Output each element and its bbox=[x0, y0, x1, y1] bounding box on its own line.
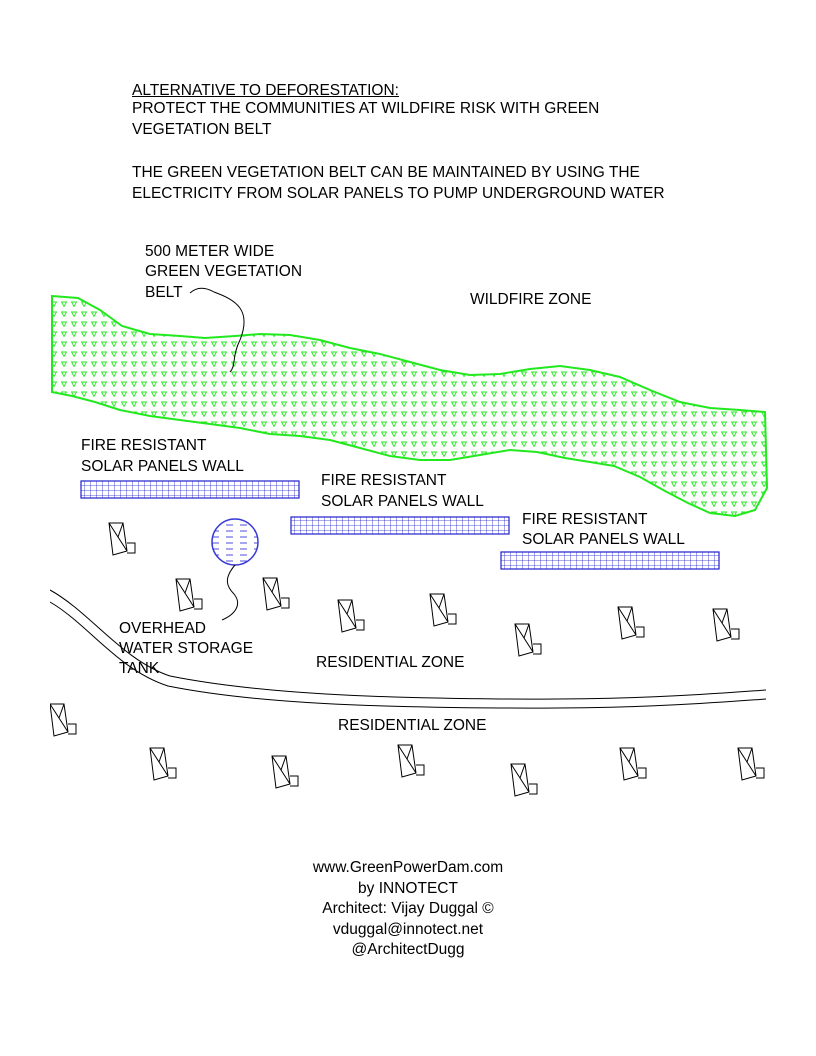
by-line: by INNOTECT bbox=[358, 879, 458, 897]
website-link[interactable]: www.GreenPowerDam.com bbox=[312, 859, 504, 876]
social-handle[interactable]: @ArchitectDugg bbox=[351, 941, 465, 958]
house-icon bbox=[271, 755, 299, 789]
belt-label-line-1: 500 METER WIDE bbox=[145, 243, 275, 260]
solar-wall-3-label-line-1: FIRE RESISTANT bbox=[522, 511, 648, 528]
house-icon bbox=[429, 593, 457, 627]
architect-line: Architect: Vijay Duggal © bbox=[322, 900, 494, 917]
road-edge-lower bbox=[49, 601, 767, 709]
house-icon bbox=[108, 522, 136, 556]
wildfire-zone-label: WILDFIRE ZONE bbox=[470, 291, 592, 308]
house-icon bbox=[337, 599, 365, 633]
solar-panel-wall-3 bbox=[500, 551, 720, 570]
house-icon bbox=[737, 747, 765, 781]
residential-zone-label-upper: RESIDENTIAL ZONE bbox=[316, 654, 465, 671]
belt-label-line-2: GREEN VEGETATION bbox=[145, 263, 303, 280]
house-icon bbox=[617, 606, 645, 640]
email-link[interactable]: vduggal@innotect.net bbox=[332, 920, 484, 938]
house-icon bbox=[514, 623, 542, 657]
intro-line-4: ELECTRICITY FROM SOLAR PANELS TO PUMP UN… bbox=[132, 185, 665, 202]
house-icon bbox=[712, 608, 740, 642]
residential-zone-label-lower: RESIDENTIAL ZONE bbox=[338, 717, 487, 734]
intro-line-2: VEGETATION BELT bbox=[132, 121, 272, 138]
green-vegetation-belt bbox=[51, 294, 769, 518]
solar-wall-1-label-line-1: FIRE RESISTANT bbox=[81, 437, 207, 454]
house-icon bbox=[49, 703, 77, 737]
house-icon bbox=[262, 577, 290, 611]
solar-wall-3-label-line-2: SOLAR PANELS WALL bbox=[522, 531, 685, 548]
solar-panel-wall-1 bbox=[80, 480, 300, 499]
tank-label-line-1: OVERHEAD bbox=[119, 620, 206, 637]
tank-label-line-3: TANK bbox=[119, 660, 160, 677]
house-icon bbox=[397, 744, 425, 778]
house-icon bbox=[619, 747, 647, 781]
water-storage-tank bbox=[211, 518, 259, 566]
tank-leader-line bbox=[221, 564, 238, 621]
house-icon bbox=[149, 747, 177, 781]
credits-block: www.GreenPowerDam.com by INNOTECT Archit… bbox=[258, 858, 558, 961]
solar-wall-1-label-line-2: SOLAR PANELS WALL bbox=[81, 458, 244, 475]
house-icon bbox=[510, 763, 538, 797]
solar-wall-2-label-line-1: FIRE RESISTANT bbox=[321, 472, 447, 489]
road-edge-upper bbox=[49, 589, 767, 700]
house-icon bbox=[175, 578, 203, 612]
intro-line-3: THE GREEN VEGETATION BELT CAN BE MAINTAI… bbox=[132, 164, 640, 181]
heading: ALTERNATIVE TO DEFORESTATION: bbox=[132, 82, 399, 99]
tank-label-line-2: WATER STORAGE bbox=[119, 640, 254, 657]
solar-wall-2-label-line-2: SOLAR PANELS WALL bbox=[321, 493, 484, 510]
solar-panel-wall-2 bbox=[290, 516, 510, 535]
intro-line-1: PROTECT THE COMMUNITIES AT WILDFIRE RISK… bbox=[132, 100, 600, 117]
belt-leader-line bbox=[189, 287, 245, 373]
belt-label-line-3: BELT bbox=[145, 284, 183, 301]
